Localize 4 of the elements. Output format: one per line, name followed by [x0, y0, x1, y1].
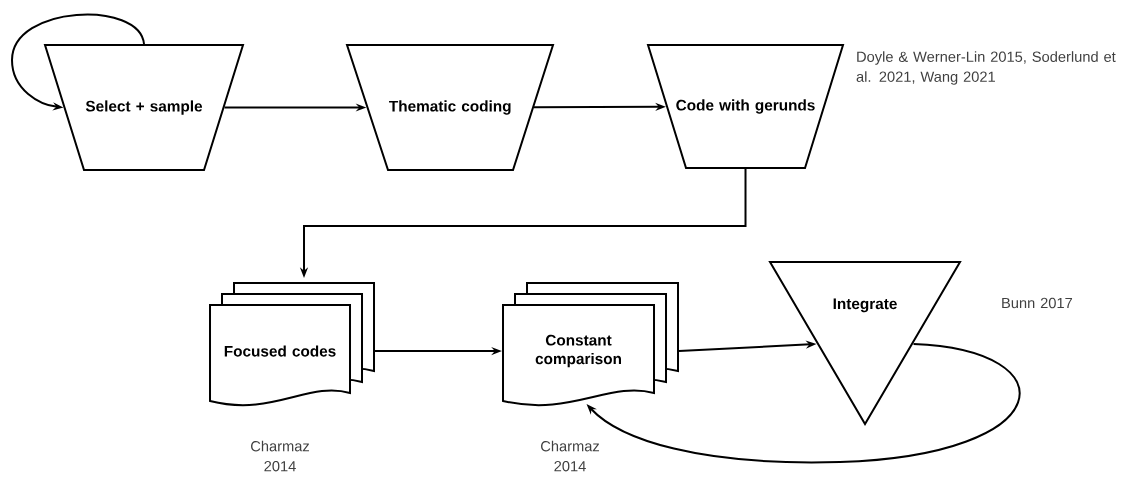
citation: Charmaz 2014: [251, 440, 309, 472]
citation: Bunn 2017: [1002, 297, 1073, 309]
citation: Charmaz 2014: [541, 440, 599, 472]
citation: Doyle & Werner-Lin 2015, Soderlund et al. 2021, Wang 2021: [856, 51, 1116, 85]
